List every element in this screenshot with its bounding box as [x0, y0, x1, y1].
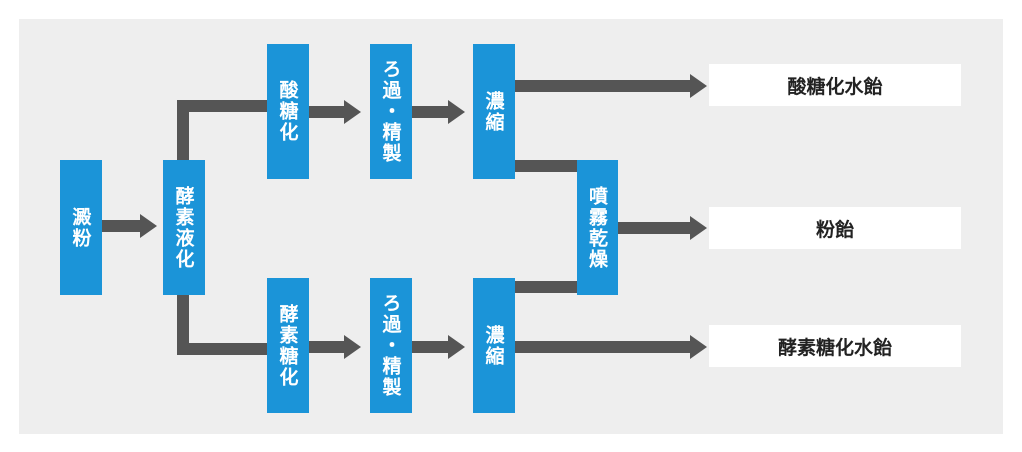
- flow-connectors: [102, 74, 707, 359]
- link-top-concentrate-to-dry: [515, 160, 577, 172]
- branch-line-upper: [177, 100, 189, 160]
- node-filtration-refining-bottom: ろ過・精製: [370, 278, 412, 413]
- arrow-filter-to-concentrate-top: [412, 100, 465, 124]
- node-spray-drying: 噴霧乾燥: [577, 160, 618, 295]
- branch-line-lower-h: [177, 343, 267, 355]
- output-powdered-syrup: 粉飴: [709, 207, 961, 249]
- node-concentration-bottom: 濃縮: [473, 278, 515, 413]
- output-acid-starch-syrup: 酸糖化水飴: [709, 64, 961, 106]
- node-acid-saccharification: 酸糖化: [267, 44, 309, 179]
- arrow-starch-to-liquefaction: [102, 214, 157, 238]
- link-bottom-concentrate-to-dry: [515, 281, 577, 293]
- branch-line-upper-h: [177, 100, 267, 112]
- node-filtration-refining-top: ろ過・精製: [370, 44, 412, 179]
- node-concentration-top: 濃縮: [473, 44, 515, 179]
- node-starch: 澱粉: [60, 160, 102, 295]
- branch-line-lower: [177, 295, 189, 355]
- arrow-enzyme-to-filter: [309, 335, 361, 359]
- node-enzyme-saccharification: 酵素糖化: [267, 278, 309, 413]
- output-enzyme-starch-syrup: 酵素糖化水飴: [709, 325, 961, 367]
- arrow-acid-to-filter: [309, 100, 361, 124]
- node-enzyme-liquefaction: 酵素液化: [163, 160, 205, 295]
- arrow-to-enzyme-syrup: [515, 335, 707, 359]
- arrow-to-powdered-syrup: [618, 216, 707, 240]
- arrow-filter-to-concentrate-bottom: [412, 335, 465, 359]
- process-diagram: 澱粉 酵素液化 酸糖化 ろ過・精製 濃縮 噴霧乾燥 酵素糖化 ろ過・精製 濃縮 …: [19, 19, 1003, 434]
- arrow-to-acid-syrup: [515, 74, 707, 98]
